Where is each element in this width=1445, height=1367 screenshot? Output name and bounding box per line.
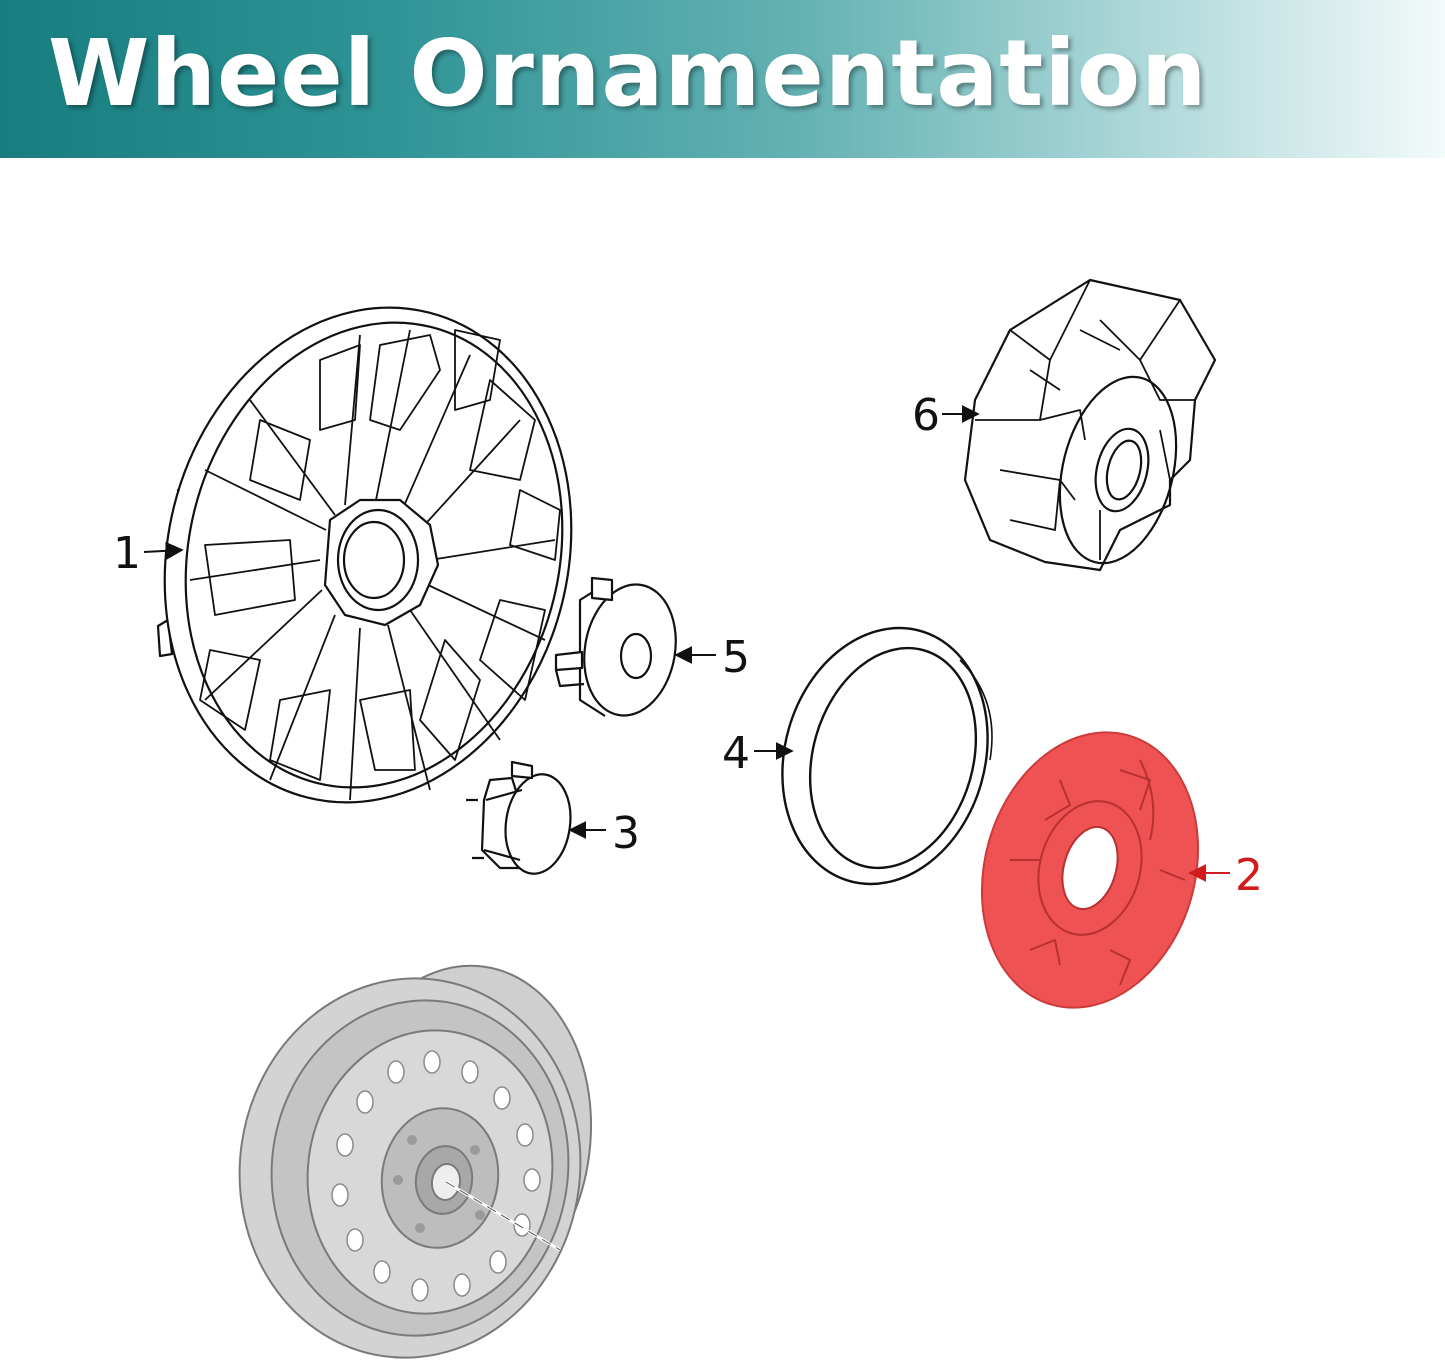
callout-label-4: 4	[722, 728, 750, 779]
backing-plate-part	[980, 731, 1200, 1009]
callout-arrow-1	[143, 541, 184, 560]
wheel-cover-part	[156, 306, 573, 804]
callout-1: 1	[113, 528, 184, 579]
center-cap-part	[554, 576, 677, 717]
callout-label-3: 3	[612, 808, 640, 859]
callout-label-2: 2	[1235, 850, 1263, 901]
title-banner: Wheel Ornamentation	[0, 0, 1445, 158]
callout-2: 2	[1188, 850, 1263, 901]
steel-wheel-part	[238, 964, 593, 1359]
callout-label-6: 6	[912, 390, 940, 441]
callout-4: 4	[722, 728, 794, 779]
trim-ring-part	[781, 626, 993, 886]
small-center-cap-part	[466, 760, 572, 875]
page-title: Wheel Ornamentation	[48, 20, 1208, 127]
callout-5: 5	[674, 632, 750, 683]
hub-cover-part	[963, 278, 1217, 572]
callout-label-5: 5	[722, 632, 750, 683]
callout-6: 6	[912, 390, 980, 441]
callout-3: 3	[568, 808, 640, 859]
callout-label-1: 1	[113, 528, 141, 579]
